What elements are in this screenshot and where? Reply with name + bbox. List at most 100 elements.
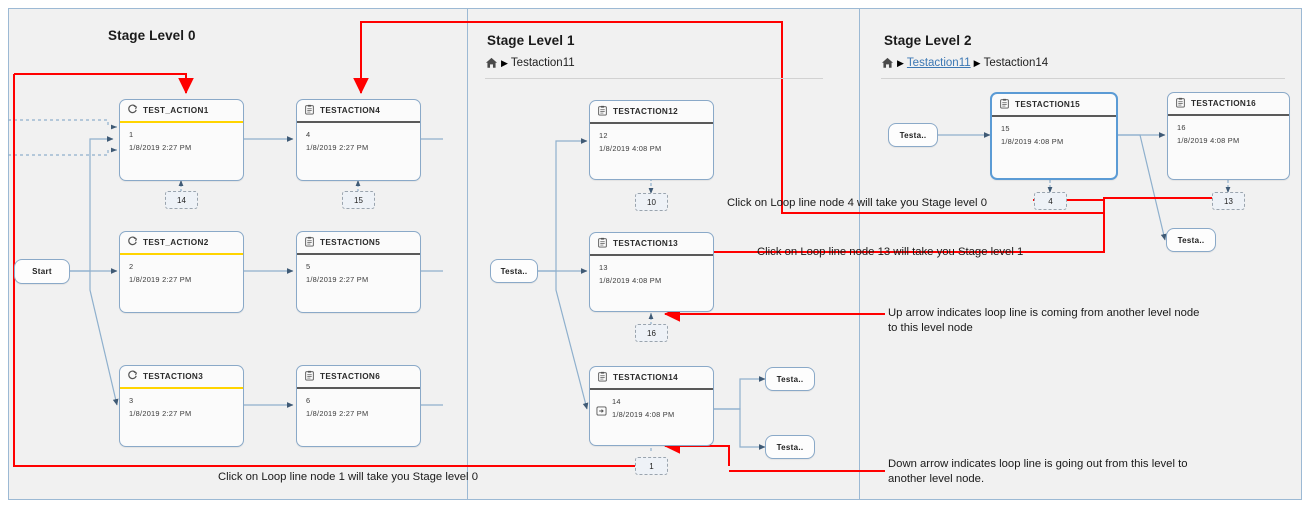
node-id: 6 [306,395,311,405]
node-timestamp: 1/8/2019 2:27 PM [129,408,192,418]
node-header: TESTACTION16 [1168,93,1289,114]
node-timestamp: 1/8/2019 2:27 PM [306,274,369,284]
node-header: TESTACTION4 [297,100,420,121]
loop-badge-13[interactable]: 13 [1212,192,1245,210]
node-body: 15 1/8/2019 4:08 PM [992,117,1116,149]
annotation-node13: Click on Loop line node 13 will take you… [757,246,1024,258]
node-timestamp: 1/8/2019 2:27 PM [306,408,369,418]
node-title: TESTACTION15 [1015,100,1081,109]
node-title: TESTACTION13 [613,239,679,248]
clipboard-icon [999,96,1010,114]
node-testaction5[interactable]: TESTACTION5 5 1/8/2019 2:27 PM [296,231,421,313]
node-stub-label: Testa.. [899,130,927,140]
node-body: 4 1/8/2019 2:27 PM [297,123,420,155]
node-id: 4 [306,129,311,139]
breadcrumb-separator-icon: ▶ [501,57,508,68]
breadcrumb-separator-icon: ▶ [973,57,981,68]
node-header: TEST_ACTION1 [120,100,243,121]
loop-badge-10[interactable]: 10 [635,193,668,211]
annotation-node4: Click on Loop line node 4 will take you … [727,197,987,209]
breadcrumb-item-testaction14[interactable]: Testaction14 [983,57,1049,69]
node-testaction6[interactable]: TESTACTION6 6 1/8/2019 2:27 PM [296,365,421,447]
loop-badge-4[interactable]: 4 [1034,192,1067,210]
node-timestamp: 1/8/2019 4:08 PM [612,409,675,419]
stage-title-level1: Stage Level 1 [487,33,575,48]
node-testaction14[interactable]: TESTACTION14 14 1/8/2019 4:08 PM [589,366,714,446]
stage-title-level0: Stage Level 0 [108,28,196,43]
breadcrumb-level2: ▶ Testaction11 ▶ Testaction14 [881,57,1048,69]
annotation-down-arrow: Down arrow indicates loop line is going … [888,458,1188,486]
clipboard-icon [304,102,315,120]
breadcrumb-item-testaction11[interactable]: Testaction11 [510,57,575,69]
node-id: 16 [1177,122,1186,132]
node-timestamp: 1/8/2019 2:27 PM [129,142,192,152]
node-test-action1[interactable]: TEST_ACTION1 1 1/8/2019 2:27 PM [119,99,244,181]
loop-badge-1[interactable]: 1 [635,457,668,475]
node-testaction12[interactable]: TESTACTION12 12 1/8/2019 4:08 PM [589,100,714,180]
clipboard-icon [597,103,608,121]
node-testaction15[interactable]: TESTACTION15 15 1/8/2019 4:08 PM [990,92,1118,180]
loop-badge-value: 4 [1048,196,1053,206]
node-testaction3[interactable]: TESTACTION3 3 1/8/2019 2:27 PM [119,365,244,447]
node-id: 2 [129,261,134,271]
loop-icon [127,102,138,120]
breadcrumb-link-testaction11[interactable]: Testaction11 [906,57,971,69]
node-stub-label: Testa.. [500,266,528,276]
node-stub-testa-l2-a[interactable]: Testa.. [888,123,938,147]
node-stub-testa-l1-a[interactable]: Testa.. [490,259,538,283]
node-header: TESTACTION5 [297,232,420,253]
node-timestamp: 1/8/2019 2:27 PM [306,142,369,152]
loop-badge-16[interactable]: 16 [635,324,668,342]
node-testaction13[interactable]: TESTACTION13 13 1/8/2019 4:08 PM [589,232,714,312]
clipboard-icon [597,235,608,253]
node-stub-label: Testa.. [776,374,804,384]
node-header: TESTACTION14 [590,367,713,388]
node-title: TESTACTION5 [320,238,381,247]
node-start[interactable]: Start [14,259,70,284]
node-stub-testa-l1-c[interactable]: Testa.. [765,435,815,459]
node-stub-testa-l2-b[interactable]: Testa.. [1166,228,1216,252]
node-timestamp: 1/8/2019 4:08 PM [1177,135,1240,145]
node-header: TESTACTION13 [590,233,713,254]
loop-badge-14[interactable]: 14 [165,191,198,209]
loop-badge-15[interactable]: 15 [342,191,375,209]
node-title: TESTACTION3 [143,372,204,381]
home-icon[interactable] [881,57,894,69]
loop-icon [127,234,138,252]
node-status-rule [120,253,243,255]
node-test-action2[interactable]: TEST_ACTION2 2 1/8/2019 2:27 PM [119,231,244,313]
node-stub-label: Testa.. [776,442,804,452]
stage-title-level2: Stage Level 2 [884,33,972,48]
node-id: 12 [599,130,608,140]
node-body: 16 1/8/2019 4:08 PM [1168,116,1289,148]
node-title: TESTACTION4 [320,106,381,115]
annotation-node1: Click on Loop line node 1 will take you … [218,471,478,483]
node-id: 5 [306,261,311,271]
node-testaction4[interactable]: TESTACTION4 4 1/8/2019 2:27 PM [296,99,421,181]
node-header: TESTACTION6 [297,366,420,387]
node-id: 14 [612,396,621,406]
node-body: 6 1/8/2019 2:27 PM [297,389,420,421]
node-timestamp: 1/8/2019 2:27 PM [129,274,192,284]
loop-badge-value: 10 [647,197,656,207]
clipboard-icon [597,369,608,387]
node-status-rule [590,122,713,124]
breadcrumb-rule-level2 [881,78,1285,79]
node-status-rule [297,121,420,123]
node-id: 13 [599,262,608,272]
node-title: TEST_ACTION2 [143,238,209,247]
breadcrumb-separator-icon: ▶ [897,57,904,68]
node-start-label: Start [32,267,52,276]
node-body: 1 1/8/2019 2:27 PM [120,123,243,155]
node-title: TESTACTION12 [613,107,679,116]
node-timestamp: 1/8/2019 4:08 PM [599,143,662,153]
node-stub-testa-l1-b[interactable]: Testa.. [765,367,815,391]
loop-badge-value: 1 [649,461,654,471]
home-icon[interactable] [485,57,498,69]
node-title: TEST_ACTION1 [143,106,209,115]
loop-badge-value: 16 [647,328,656,338]
node-status-rule [590,388,713,390]
node-status-rule [297,253,420,255]
node-testaction16[interactable]: TESTACTION16 16 1/8/2019 4:08 PM [1167,92,1290,180]
